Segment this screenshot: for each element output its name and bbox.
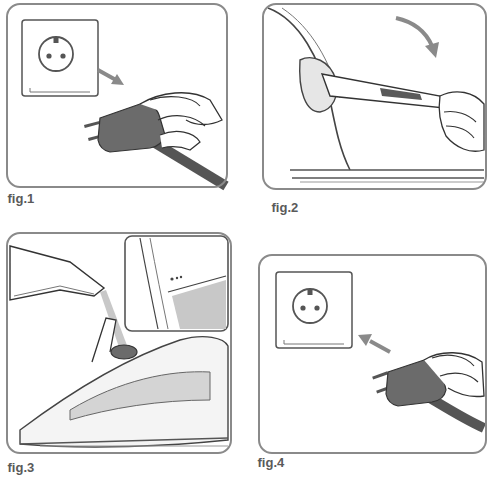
iron-body-part [290,170,484,178]
figure-label: fig.3 [8,461,35,475]
iron-body-part [40,446,228,447]
detail-inset-part [150,238,168,329]
wall-socket-part [30,88,90,92]
direction-arrow [98,70,124,85]
direction-arrow-part [98,70,116,80]
plug-in-hand [84,93,226,186]
wall-socket-part [39,37,73,71]
rotation-arrow-part [425,42,439,58]
iron-body [20,318,228,447]
detail-inset-part [168,276,226,292]
figure-panel: fig.3 [6,232,232,454]
plug-in-hand [372,353,484,428]
water-jug-part [14,286,94,296]
wall-socket-part [314,305,319,310]
plug-in-hand-part [160,131,200,150]
wall-socket-part [308,289,313,295]
detail-inset [125,236,228,331]
wall-socket-part [276,272,352,348]
wall-socket-part [22,20,98,96]
water-jug [10,246,104,300]
water-jug-part [10,246,104,300]
direction-arrow-part [358,334,372,346]
hand [439,92,484,151]
direction-arrow-part [370,341,390,352]
plug-in-hand-part [432,355,474,366]
wall-socket-part [300,305,305,310]
iron-body-part [70,372,210,420]
plug-in-hand-part [140,93,222,125]
detail-inset-part [140,238,158,329]
rotation-arrow [396,18,439,58]
iron-body-part [92,318,116,362]
iron-body-part [300,182,484,183]
plug-in-hand-part [430,398,484,428]
filler-flap-part [380,88,422,100]
figure-label: fig.1 [8,192,35,206]
rotation-arrow-part [396,18,432,46]
wall-socket [22,20,98,96]
wall-socket-part [46,53,51,58]
figure-label: fig.4 [258,456,285,470]
figure-panel: fig.4 [258,254,487,454]
filler-flap [322,74,444,108]
figure-panel: fig.1 [6,3,228,188]
detail-inset-part [180,276,182,278]
figure-panel: fig.2 [262,3,487,190]
wall-socket-part [54,37,59,43]
direction-arrow-part [111,74,124,85]
direction-arrow [358,334,390,352]
detail-inset-part [172,280,226,329]
wall-socket-part [293,289,327,323]
wall-socket [276,272,352,348]
plug-in-hand-part [84,121,100,128]
detail-inset-part [170,277,173,280]
iron-body-part [20,438,228,444]
plug-in-hand-part [98,104,165,152]
filler-flap-part [322,74,444,108]
plug-in-hand-part [150,97,200,106]
plug-in-hand-part [440,373,478,382]
plug-in-hand-part [424,353,484,397]
wall-socket-part [60,53,65,58]
detail-inset-part [176,277,178,279]
plug-in-hand-part [372,371,388,379]
hand-part [439,92,484,151]
iron-body-part [20,337,228,447]
figure-label: fig.2 [272,201,299,215]
iron-body-part [111,345,137,359]
plug-in-hand-part [158,116,205,126]
wall-socket-part [284,340,344,344]
hand-part [444,111,476,138]
iron-body [268,8,484,182]
detail-inset-part [125,236,228,331]
